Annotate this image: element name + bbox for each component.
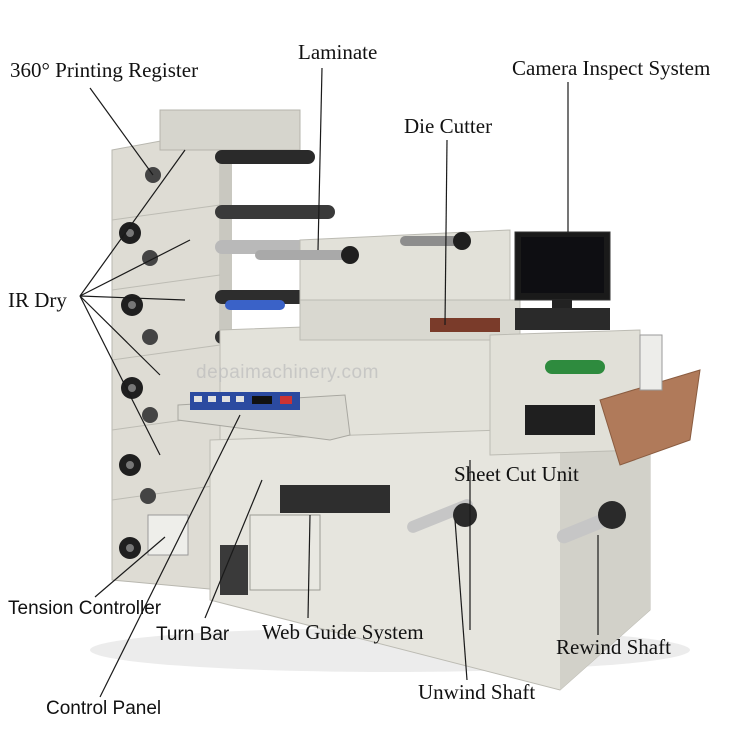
- machine-base: [209, 319, 651, 691]
- label-rewind-shaft: Rewind Shaft: [556, 635, 671, 659]
- label-unwind-shaft: Unwind Shaft: [418, 680, 536, 704]
- rewind-shaft: [556, 501, 626, 544]
- label-tension-controller: Tension Controller: [8, 598, 162, 619]
- callout-ir-dry-2: [79, 239, 191, 297]
- label-die-cutter: Die Cutter: [404, 114, 493, 138]
- callout-lines: [79, 67, 599, 698]
- label-sheet-cut: Sheet Cut Unit: [454, 462, 579, 486]
- unwind-shaft: [407, 499, 477, 533]
- label-printing-register: 360° Printing Register: [10, 58, 199, 82]
- callout-ir-dry-4: [79, 295, 161, 376]
- callout-ir-dry-1: [79, 149, 186, 297]
- label-laminate: Laminate: [298, 40, 378, 64]
- label-control-panel: Control Panel: [46, 698, 162, 719]
- register-knobs: [119, 167, 161, 559]
- callout-ir-dry-3: [79, 295, 186, 301]
- control-panel: [177, 392, 351, 441]
- callout-unwind: [454, 519, 468, 681]
- callout-web-guide: [307, 514, 311, 619]
- callout-laminate: [317, 67, 323, 251]
- label-turn-bar: Turn Bar: [156, 624, 230, 645]
- callout-ir-dry-5: [79, 295, 161, 456]
- sheet-cut-section: [489, 329, 701, 466]
- callout-turn-bar: [204, 479, 263, 619]
- callout-tension: [94, 536, 166, 598]
- label-ir-dry: IR Dry: [8, 288, 67, 312]
- tension-controller-box: [147, 514, 189, 556]
- callout-die-cutter: [444, 139, 448, 326]
- die-cutter-section: [255, 229, 521, 341]
- tower-segments: [111, 204, 221, 501]
- callout-control-panel: [99, 414, 241, 698]
- label-web-guide: Web Guide System: [262, 620, 424, 644]
- web-guide-bracket: [280, 485, 390, 513]
- callout-printing-register: [89, 87, 154, 176]
- label-camera-inspect: Camera Inspect System: [512, 56, 711, 80]
- camera-monitor: [514, 231, 611, 330]
- watermark: depaimachinery.com: [196, 362, 379, 383]
